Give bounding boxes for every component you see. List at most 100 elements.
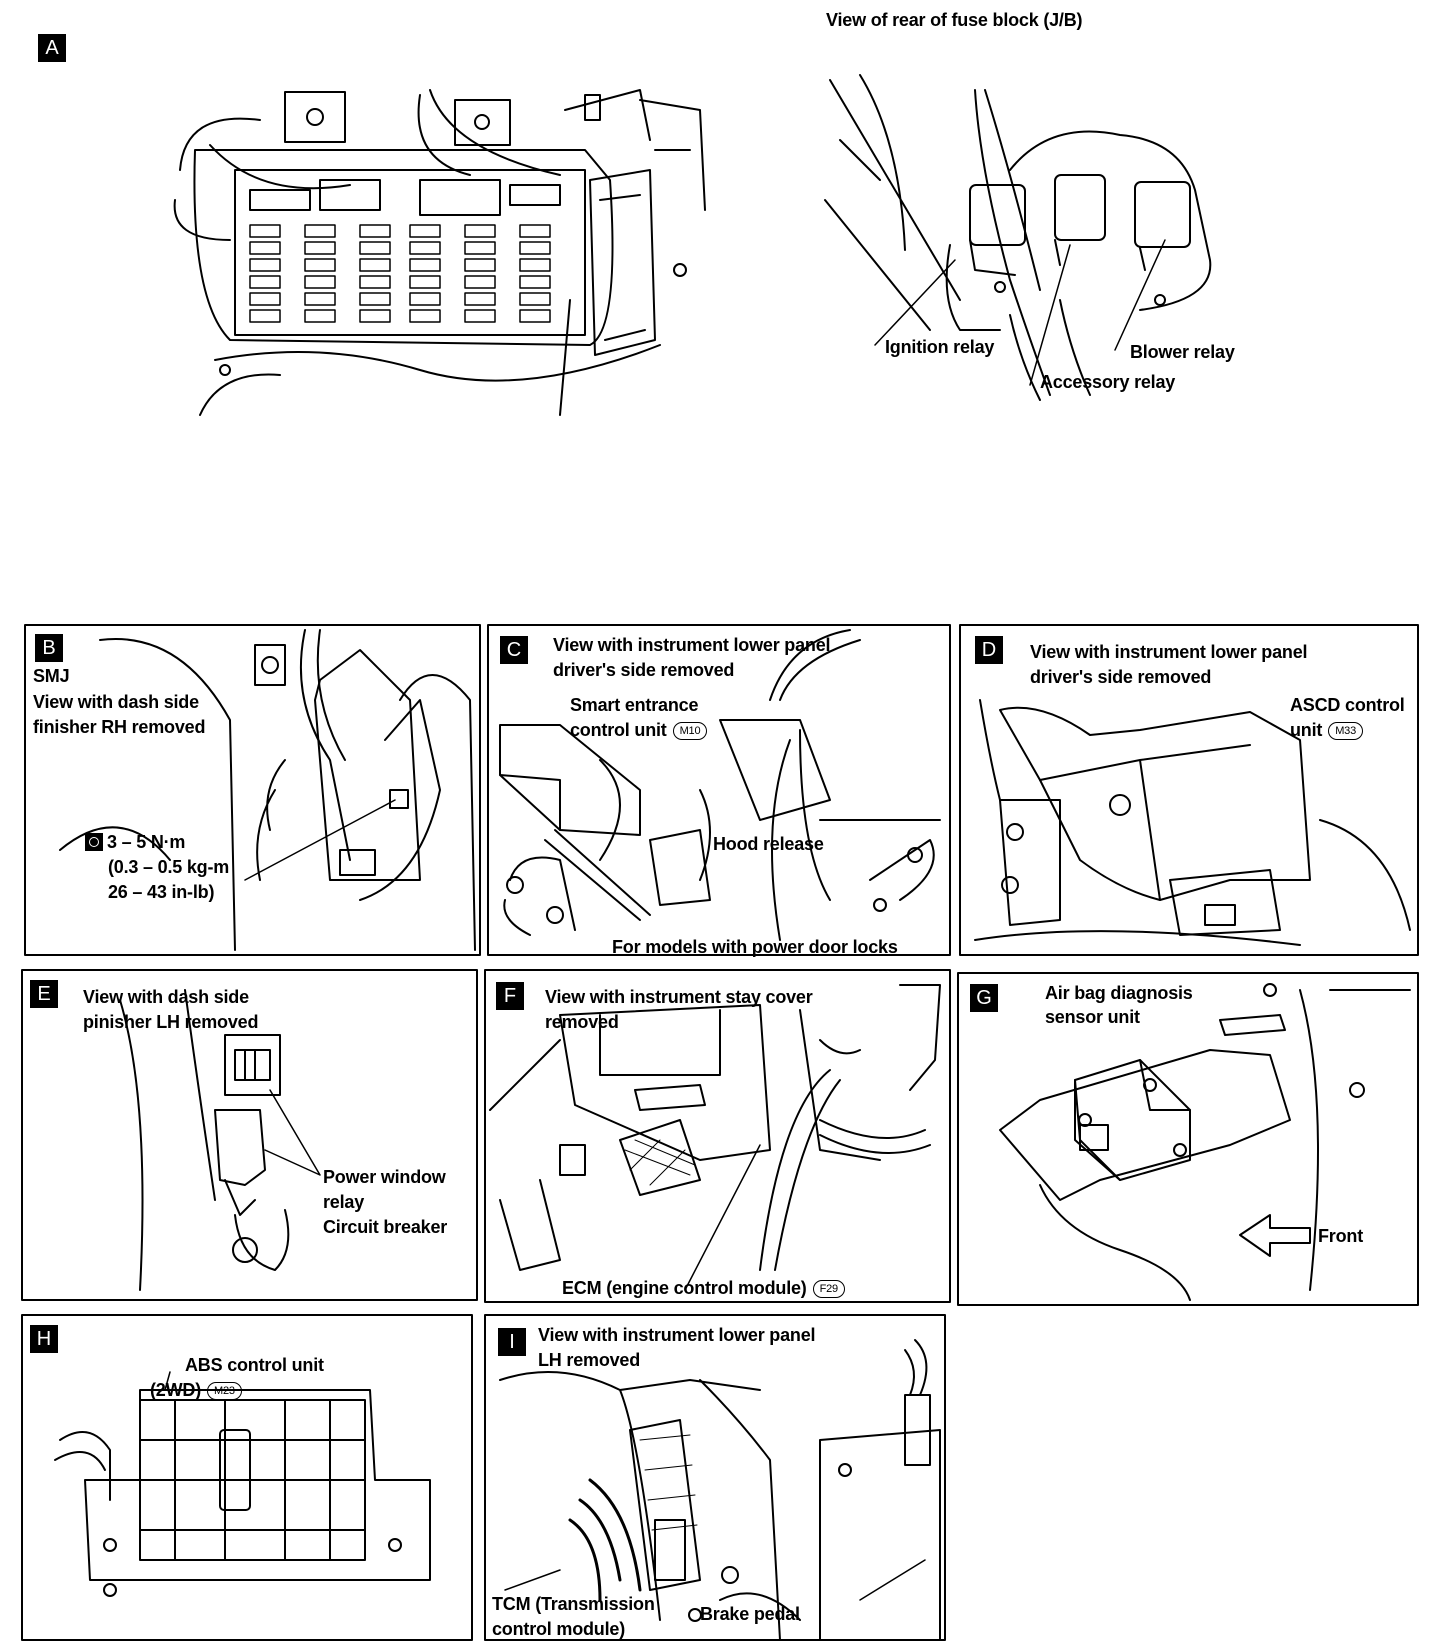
fuse-cell [304,275,336,289]
ignition-relay-label: Ignition relay [885,337,995,357]
fuse-cell [409,224,441,238]
panel-a-badge: A [38,34,66,62]
circuit-breaker-label: Circuit breaker [323,1217,448,1237]
hood-release-label: Hood release [713,834,824,854]
fuse-cell [409,309,441,323]
fuse-cell [409,241,441,255]
fuse-cell [304,309,336,323]
fuse-cell [519,275,551,289]
panel-i-view-line2: LH removed [538,1350,641,1370]
ascd-label-text: unit [1290,720,1323,740]
panel-d-view-line2: driver's side removed [1030,667,1212,687]
fuse-cell [464,224,496,238]
fuse-cell [249,241,281,255]
power-window-relay-drawing [119,989,321,1291]
fuse-cell [519,224,551,238]
torque-line3: 26 – 43 in-lb) [108,882,215,902]
panel-b-badge: B [35,634,63,662]
fuse-cell [249,292,281,306]
fuse-cell [304,224,336,238]
panel-d-badge: D [975,636,1003,664]
power-window-label-line1: Power window [323,1167,446,1187]
ascd-drawing [974,699,1411,946]
panel-i-view-line1: View with instrument lower panel [538,1325,816,1345]
fuse-cell [359,224,391,238]
fuse-cell [464,309,496,323]
fuse-cell [519,258,551,272]
fuse-cell [359,241,391,255]
abs-label-line1: ABS control unit [185,1355,324,1375]
fuse-cell [464,275,496,289]
fuse-cell [464,292,496,306]
fuse-cell [519,309,551,323]
fuse-cell [249,275,281,289]
abs-control-unit-drawing [54,1371,431,1597]
fuse-cell [359,275,391,289]
fuse-cell [359,292,391,306]
panel-e-view-line1: View with dash side [83,987,249,1007]
panel-b-view-line1: View with dash side [33,692,199,712]
brake-pedal-label: Brake pedal [700,1604,800,1624]
connector-ref-f29: F29 [812,1280,845,1299]
tcm-label-line2: control module) [492,1619,625,1639]
fuse-cell [304,258,336,272]
panel-borders [21,624,1419,1641]
fuse-cell [359,258,391,272]
panel-f-badge: F [496,982,524,1010]
tcm-drawing [499,1339,941,1641]
power-window-label-line2: relay [323,1192,365,1212]
panel-c-view-line1: View with instrument lower panel [553,635,831,655]
front-label: Front [1318,1226,1363,1246]
panel-h-badge: H [30,1325,58,1353]
panel-c-badge: C [500,636,528,664]
fuse-cell [409,292,441,306]
fuse-cell [304,241,336,255]
fuse-cell [249,309,281,323]
fuse-cell [464,241,496,255]
fuse-block-drawing [173,89,706,416]
ascd-label-line2: unit M33 [1290,718,1363,742]
smart-entrance-drawing [499,629,941,941]
accessory-relay-label: Accessory relay [1040,372,1176,392]
panel-e-badge: E [30,980,58,1008]
fuse-cell [519,292,551,306]
fuse-cell [249,224,281,238]
connector-ref-m23: M23 [207,1382,242,1401]
panel-g-badge: G [970,984,998,1012]
fuse-cell [519,241,551,255]
ecm-drawing [489,984,941,1291]
fuse-cell [409,258,441,272]
smart-entrance-label-line2: control unit M10 [570,718,708,742]
panel-b-view-line2: finisher RH removed [33,717,206,737]
connector-ref-m10: M10 [672,722,708,741]
fuse-cell [304,292,336,306]
abs-label-line2: (2WD) M23 [150,1378,242,1402]
power-door-locks-label: For models with power door locks [612,937,898,957]
torque-spec: 3 – 5 N·m [85,830,185,854]
ecm-label: ECM (engine control module) F29 [562,1276,845,1300]
panel-e-view-line2: pinisher LH removed [83,1012,259,1032]
smart-entrance-label-text: control unit [570,720,667,740]
fuse-cell [464,258,496,272]
torque-wrench-icon [85,833,103,851]
abs-label-text: (2WD) [150,1380,201,1400]
ascd-label-line1: ASCD control [1290,695,1405,715]
fuse-cell [249,258,281,272]
panel-c-view-line2: driver's side removed [553,660,735,680]
ecm-label-text: ECM (engine control module) [562,1278,807,1298]
smj-drawing [59,629,476,951]
smart-entrance-label-line1: Smart entrance [570,695,699,715]
rear-view-title: View of rear of fuse block (J/B) [826,10,1083,30]
airbag-label-line1: Air bag diagnosis [1045,983,1193,1003]
panel-f-view-line2: removed [545,1012,619,1032]
fuse-cell [359,309,391,323]
fuse-cell [409,275,441,289]
torque-line1: 3 – 5 N·m [107,832,186,852]
panel-i-badge: I [498,1328,526,1356]
fuse-grid [249,224,551,323]
tcm-label-line1: TCM (Transmission [492,1594,655,1614]
torque-line2: (0.3 – 0.5 kg-m [108,857,230,877]
connector-ref-m33: M33 [1328,722,1363,741]
rear-fuse-block-drawing [824,74,1212,401]
